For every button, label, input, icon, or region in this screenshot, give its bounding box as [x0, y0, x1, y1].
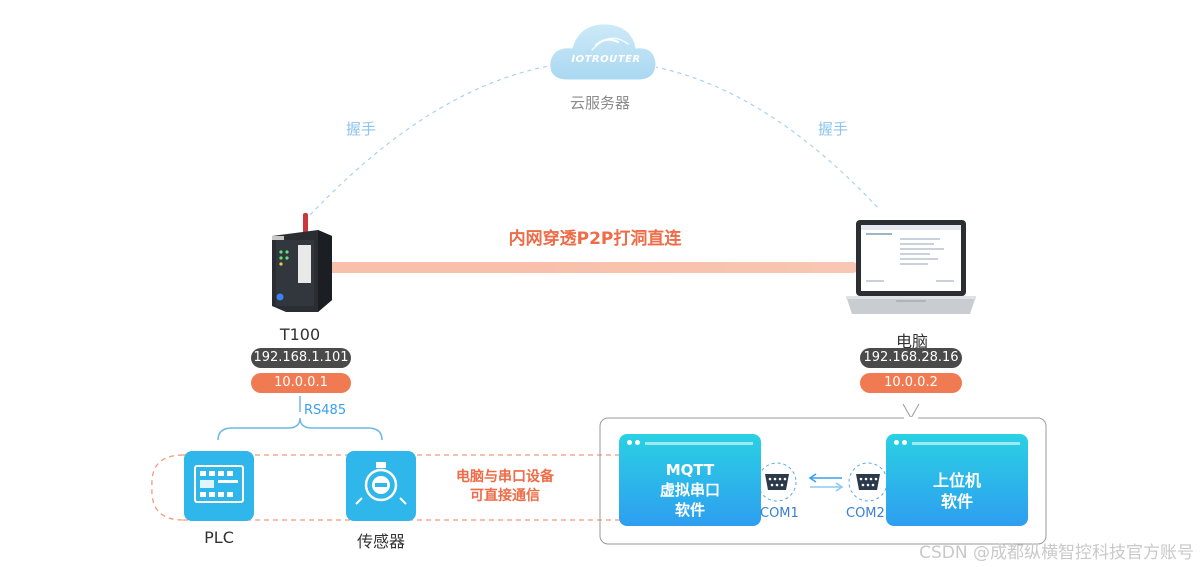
serial-link-note-line2: 可直接通信: [470, 488, 540, 504]
handshake-left-label: 握手: [346, 120, 377, 138]
serial-port-icon: [765, 474, 789, 490]
host-software-box: 上位机 软件: [886, 434, 1028, 526]
pc-vpn-ip-badge: 10.0.0.2: [860, 373, 962, 393]
host-box-line1: 上位机: [932, 471, 981, 490]
mqtt-box-line3: 软件: [674, 501, 705, 519]
sensor-label: 传感器: [356, 532, 405, 551]
plc-icon: [194, 465, 244, 503]
handshake-right-label: 握手: [818, 120, 849, 138]
pc-lan-ip-badge: 192.168.28.16: [860, 348, 962, 368]
host-box-line2: 软件: [940, 492, 973, 511]
p2p-beam: [328, 262, 858, 273]
mqtt-box-line1: MQTT: [665, 461, 715, 479]
mqtt-virtual-serial-box: MQTT 虚拟串口 软件: [619, 434, 761, 526]
rs485-bracket: [217, 417, 383, 441]
serial-port-icon: [856, 474, 880, 490]
cloud-server-label: 云服务器: [569, 94, 630, 112]
router-device-icon: [272, 213, 332, 312]
cloud-icon: [549, 23, 657, 81]
plc-label: PLC: [204, 528, 234, 547]
mqtt-box-line2: 虚拟串口: [659, 481, 720, 499]
watermark: CSDN @成都纵横智控科技官方账号: [919, 543, 1194, 563]
t100-name: T100: [279, 325, 321, 344]
serial-link-note: 电脑与串口设备 可直接通信: [440, 468, 570, 506]
software-panel: [599, 417, 1047, 545]
handshake-arc: [309, 60, 881, 216]
cloud-brand-logo: IOTROUTER: [571, 54, 641, 65]
p2p-label: 内网穿透P2P打洞直连: [508, 229, 682, 249]
swap-arrows-icon: [808, 473, 844, 492]
serial-link-note-line1: 电脑与串口设备: [456, 469, 554, 485]
laptop-icon: [846, 220, 976, 314]
t100-vpn-ip-badge: 10.0.0.1: [251, 373, 351, 393]
pc-name: 电脑: [895, 332, 928, 351]
t100-lan-ip-badge: 192.168.1.101: [251, 348, 351, 368]
rs485-label: RS485: [304, 403, 347, 418]
com2-label: COM2: [846, 506, 885, 521]
sensor-icon: [355, 462, 407, 505]
com1-label: COM1: [760, 506, 799, 521]
